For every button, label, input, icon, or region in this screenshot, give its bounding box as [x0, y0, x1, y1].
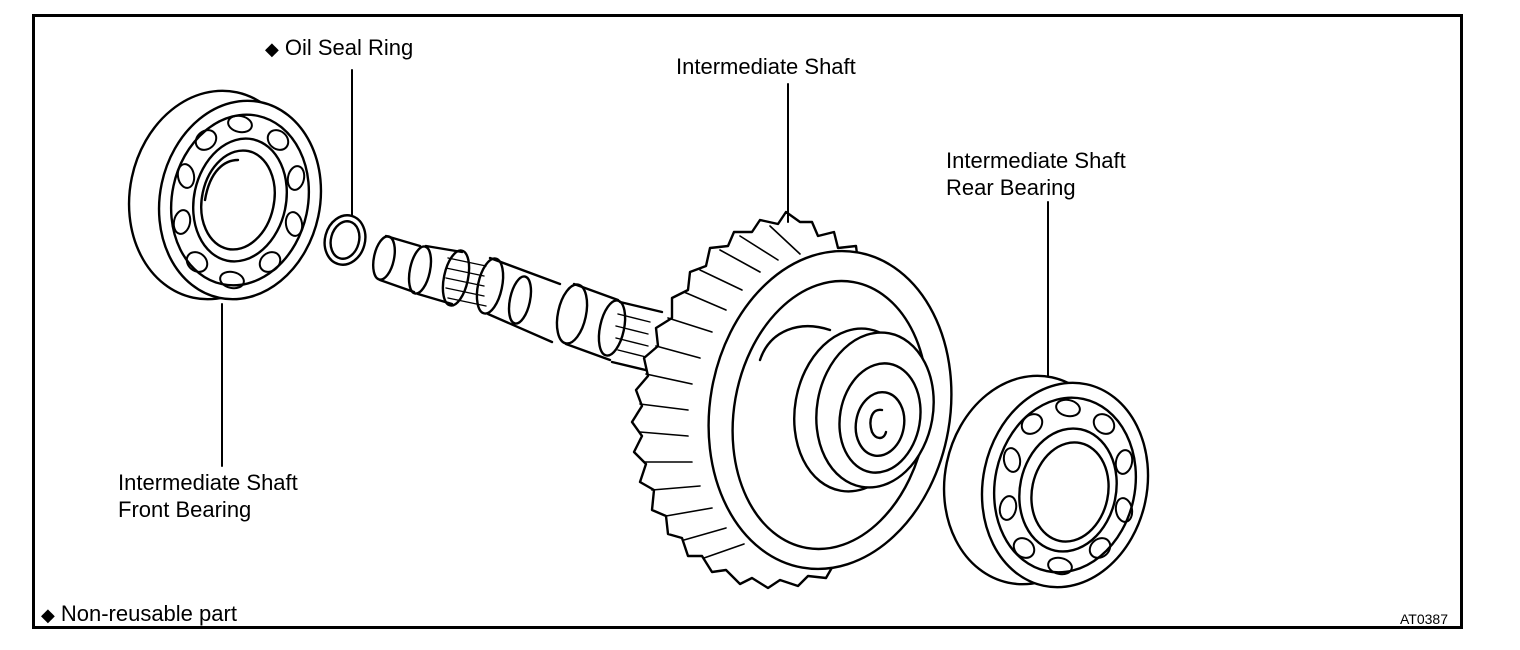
- intermediate-shaft-gear: [630, 210, 953, 590]
- intermediate-shaft: [372, 234, 664, 374]
- rear-bearing: [942, 374, 1150, 589]
- front-bearing: [127, 89, 323, 301]
- rear-bearing-label: Intermediate Shaft Rear Bearing: [946, 148, 1126, 200]
- oil-seal-ring-label: ◆Oil Seal Ring: [265, 35, 414, 60]
- diagram-frame: [32, 14, 1463, 629]
- diamond-icon: ◆: [265, 39, 279, 59]
- legend-non-reusable: ◆Non-reusable part: [41, 601, 237, 626]
- intermediate-shaft-label: Intermediate Shaft: [676, 54, 856, 79]
- front-bearing-label: Intermediate Shaft Front Bearing: [118, 470, 298, 522]
- oil-seal-ring: [323, 214, 367, 266]
- leader-lines: [221, 69, 1049, 467]
- diamond-icon: ◆: [41, 605, 55, 625]
- reference-code: AT0387: [1400, 611, 1448, 627]
